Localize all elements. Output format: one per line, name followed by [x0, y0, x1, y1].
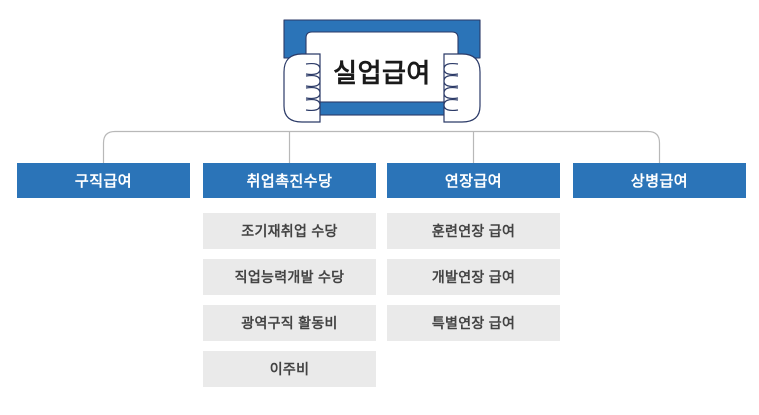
branch-column-3: 상병급여 — [573, 163, 746, 198]
branch-header-1[interactable]: 취업촉진수당 — [203, 163, 376, 198]
branch-column-2: 연장급여 훈련연장 급여 개발연장 급여 특별연장 급여 — [387, 163, 560, 341]
sub-item-list-1: 조기재취업 수당 직업능력개발 수당 광역구직 활동비 이주비 — [203, 213, 376, 387]
sub-item[interactable]: 광역구직 활동비 — [203, 305, 376, 341]
sub-item[interactable]: 조기재취업 수당 — [203, 213, 376, 249]
branch-header-2[interactable]: 연장급여 — [387, 163, 560, 198]
branch-column-0: 구직급여 — [17, 163, 190, 198]
sub-item-list-2: 훈련연장 급여 개발연장 급여 특별연장 급여 — [387, 213, 560, 341]
sub-item[interactable]: 이주비 — [203, 351, 376, 387]
branch-header-3[interactable]: 상병급여 — [573, 163, 746, 198]
sub-item[interactable]: 개발연장 급여 — [387, 259, 560, 295]
sub-item[interactable]: 특별연장 급여 — [387, 305, 560, 341]
branch-column-1: 취업촉진수당 조기재취업 수당 직업능력개발 수당 광역구직 활동비 이주비 — [203, 163, 376, 387]
branch-header-0[interactable]: 구직급여 — [17, 163, 190, 198]
sub-item[interactable]: 직업능력개발 수당 — [203, 259, 376, 295]
sub-item[interactable]: 훈련연장 급여 — [387, 213, 560, 249]
hands-holding-sign-icon — [262, 12, 502, 130]
